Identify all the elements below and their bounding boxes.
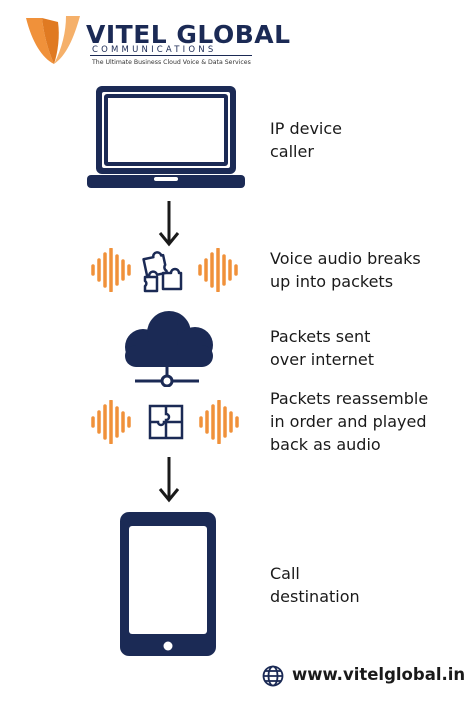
step-2-line-2: up into packets: [270, 272, 394, 291]
step-1-text: IP device caller: [270, 117, 460, 163]
sound-wave-icon: [91, 400, 131, 444]
globe-icon: [262, 665, 284, 687]
sound-wave-icon: [199, 400, 239, 444]
sound-wave-icon: [198, 248, 238, 292]
brand-name: VITEL GLOBAL: [86, 20, 291, 49]
arrow-down-icon: [158, 457, 180, 503]
step-5-line-2: destination: [270, 587, 360, 606]
step-4-line-3: back as audio: [270, 435, 381, 454]
step-2-line-1: Voice audio breaks: [270, 249, 421, 268]
tablet-icon: [120, 512, 216, 656]
laptop-icon: [87, 86, 245, 188]
vitel-logo-icon: [26, 16, 80, 64]
website-link[interactable]: www.vitelglobal.in: [292, 665, 466, 684]
step-1-line-1: IP device: [270, 119, 343, 138]
arrow-down-icon: [158, 201, 180, 247]
step-4-line-2: in order and played: [270, 412, 427, 431]
puzzle-broken-icon: [142, 251, 183, 293]
step-3-text: Packets sent over internet: [270, 325, 460, 371]
step-2-text: Voice audio breaks up into packets: [270, 247, 460, 293]
brand-subtitle: COMMUNICATIONS: [92, 45, 217, 55]
brand-divider: [90, 55, 252, 56]
step-5-line-1: Call: [270, 564, 300, 583]
step-1-line-2: caller: [270, 142, 314, 161]
cloud-network-icon: [125, 311, 213, 387]
step-3-line-1: Packets sent: [270, 327, 371, 346]
step-4-text: Packets reassemble in order and played b…: [270, 387, 460, 456]
puzzle-icon: [148, 404, 184, 440]
step-4-line-1: Packets reassemble: [270, 389, 429, 408]
brand-tagline: The Ultimate Business Cloud Voice & Data…: [92, 59, 251, 66]
step-5-text: Call destination: [270, 562, 460, 608]
step-3-line-2: over internet: [270, 350, 375, 369]
sound-wave-icon: [91, 248, 131, 292]
